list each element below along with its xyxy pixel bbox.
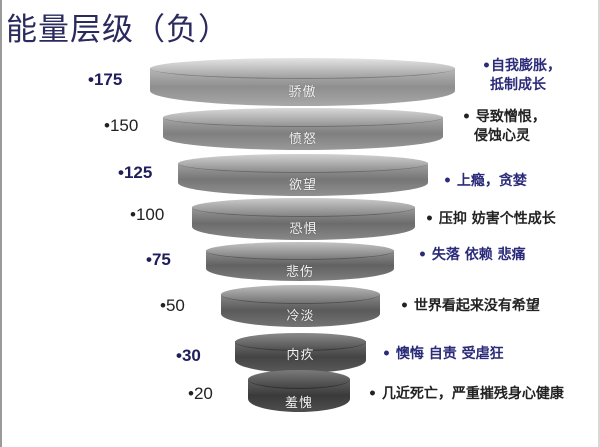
disc-pride: 骄傲 — [150, 58, 455, 106]
disc-label: 恐惧 — [289, 222, 318, 237]
level-value-150: •150 — [104, 116, 139, 135]
page-title: 能量层级（负） — [6, 12, 230, 48]
disc-apathy: 冷淡 — [221, 285, 380, 327]
level-value-175: •175 — [88, 70, 123, 89]
disc-label: 愤怒 — [288, 132, 317, 147]
disc-label: 骄傲 — [288, 85, 317, 100]
disc-label: 内疚 — [286, 348, 315, 363]
disc-shame: 羞愧 — [248, 370, 350, 412]
level-desc-75: • 失落 依赖 悲痛 — [418, 247, 526, 263]
disc-anger: 愤怒 — [163, 108, 443, 150]
frame-right-border — [598, 0, 600, 447]
disc-guilt: 内疚 — [235, 333, 366, 373]
level-value-125: •125 — [118, 163, 153, 182]
disc-desire: 欲望 — [178, 154, 428, 196]
disc-label: 羞愧 — [284, 396, 313, 411]
level-value-75: •75 — [146, 250, 171, 269]
level-desc-125: • 上瘾，贪婪 — [443, 173, 527, 189]
level-desc-175: •自我膨胀， 抵制成长 — [482, 58, 561, 93]
level-desc-50: • 世界看起来没有希望 — [400, 298, 540, 314]
level-desc-20: • 几近死亡，严重摧残身心健康 — [368, 386, 564, 402]
disc-label: 欲望 — [288, 178, 317, 193]
disc-fear: 恐惧 — [192, 198, 415, 240]
level-value-20: •20 — [188, 384, 213, 403]
level-desc-30: • 懊悔 自责 受虐狂 — [382, 346, 504, 362]
level-value-100: •100 — [130, 205, 165, 224]
level-value-50: •50 — [160, 296, 185, 315]
level-value-30: •30 — [176, 346, 201, 365]
level-desc-100: • 压抑 妨害个性成长 — [425, 211, 556, 227]
disc-label: 悲伤 — [285, 265, 314, 280]
level-desc-150: • 导致憎恨， 侵蚀心灵 — [462, 109, 546, 144]
frame-left-border — [0, 0, 2, 447]
disc-label: 冷淡 — [286, 309, 315, 324]
disc-grief: 悲伤 — [206, 242, 394, 281]
